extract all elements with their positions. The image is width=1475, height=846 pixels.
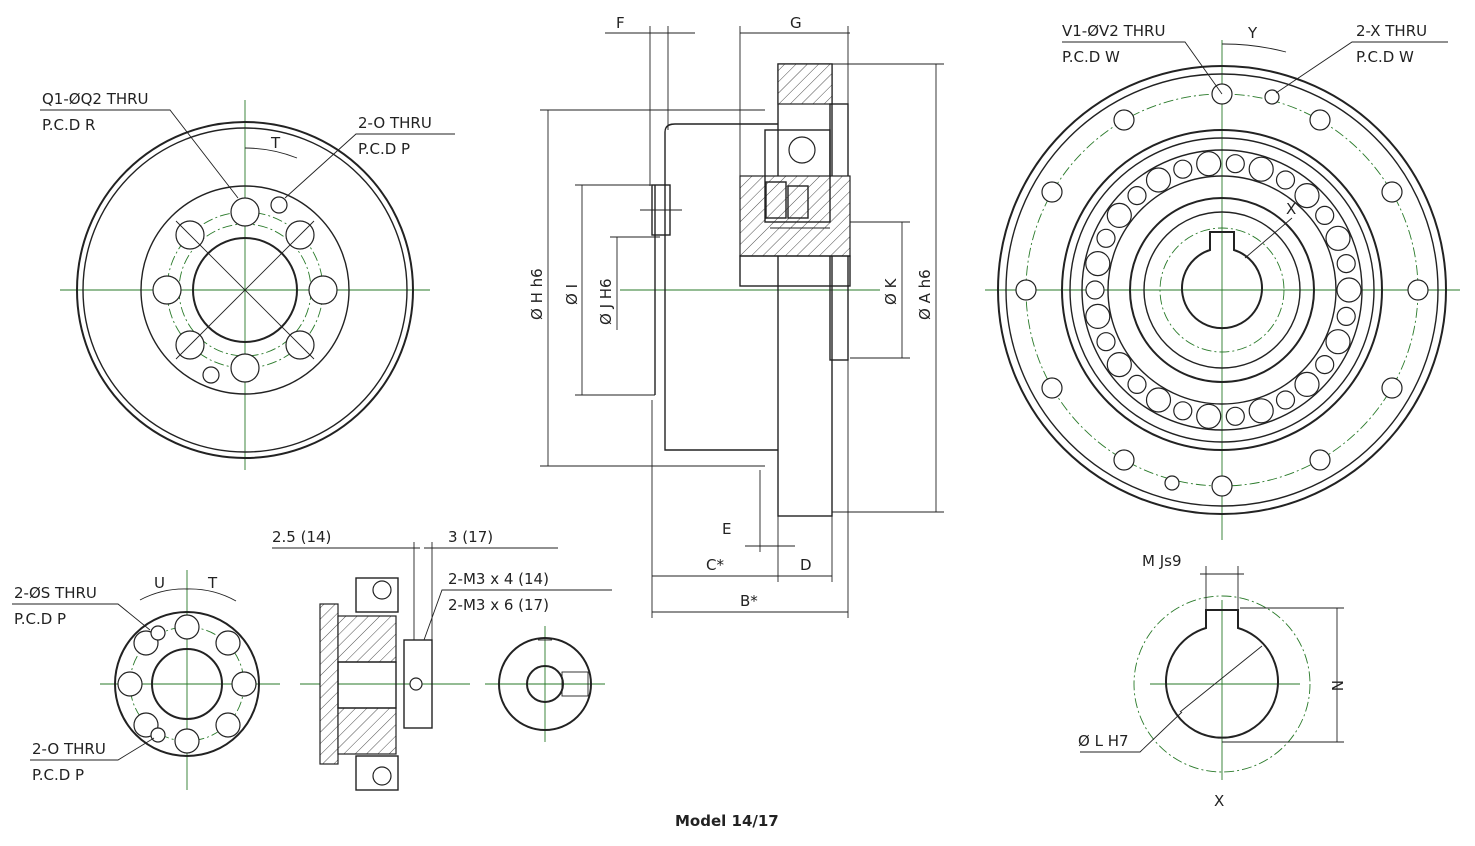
keyway-width-label: M Js9	[1142, 552, 1182, 570]
callout-q-line2: P.C.D R	[42, 116, 95, 134]
roller	[1196, 151, 1222, 177]
small-section-view: 2.5 (14) 3 (17) 2-M3 x 4 (14) 2-M3 x 6 (…	[272, 528, 612, 791]
roller	[1173, 159, 1193, 179]
roller	[1085, 303, 1111, 329]
roller	[1127, 374, 1147, 394]
callout-o-line1: 2-O THRU	[358, 114, 432, 132]
angle-t-small-label: T	[207, 574, 218, 592]
roller	[1248, 398, 1274, 424]
keyway-axis-label: X	[1214, 792, 1224, 810]
roller	[1336, 277, 1362, 303]
roller-ring	[1085, 151, 1362, 429]
roller	[1225, 154, 1245, 174]
right-front-view: V1-ØV2 THRU P.C.D W 2-X THRU P.C.D W Y X	[985, 22, 1460, 540]
roller	[1294, 371, 1320, 397]
left-front-view: T Q1-ØQ2 THRU P.C.D R 2-O THRU P.C.D P	[40, 90, 455, 470]
angle-t-label: T	[270, 134, 281, 152]
roller	[1106, 352, 1132, 378]
roller	[1336, 306, 1356, 326]
angle-u-label: U	[154, 574, 165, 592]
roller	[1294, 183, 1320, 209]
roller	[1248, 156, 1274, 182]
callout-v-line1: V1-ØV2 THRU	[1062, 22, 1165, 40]
screw-m3x4: 2-M3 x 4 (14)	[448, 570, 549, 588]
callout-o2-line1: 2-O THRU	[32, 740, 106, 758]
dim-f: F	[616, 14, 625, 32]
callout-s-line1: 2-ØS THRU	[14, 584, 97, 602]
roller	[1315, 355, 1335, 375]
roller	[1196, 403, 1222, 429]
keyway-bore-label: Ø L H7	[1078, 732, 1129, 750]
roller	[1085, 280, 1105, 300]
small-end-view	[485, 626, 605, 742]
dim-2-5: 2.5 (14)	[272, 528, 331, 546]
roller	[1145, 387, 1172, 413]
roller	[1096, 228, 1116, 248]
dim-b: B*	[740, 592, 758, 610]
keyway-depth-label: N	[1328, 680, 1346, 691]
roller	[1085, 251, 1111, 277]
callout-x-line2: P.C.D W	[1356, 48, 1414, 66]
callout-v-line2: P.C.D W	[1062, 48, 1120, 66]
dim-d: D	[800, 556, 812, 574]
roller	[1096, 332, 1116, 352]
small-bolt-holes	[117, 614, 257, 754]
keyway-view: M Js9 N Ø L H7 X	[1078, 552, 1346, 810]
callout-q-line1: Q1-ØQ2 THRU	[42, 90, 149, 108]
callout-x-line1: 2-X THRU	[1356, 22, 1427, 40]
callout-o2-line2: P.C.D P	[32, 766, 84, 784]
dim-i: Ø I	[563, 284, 581, 305]
angle-y-label: Y	[1247, 24, 1258, 42]
right-x-label: X	[1286, 200, 1296, 218]
dim-e: E	[722, 520, 731, 538]
dim-a: Ø A h6	[916, 269, 934, 320]
callout-o-line2: P.C.D P	[358, 140, 410, 158]
roller	[1315, 205, 1335, 225]
small-front-view: U T 2-ØS THRU P.C.D P 2-O THRU P.C.D P	[12, 570, 280, 790]
center-section-view: F G Ø H h6 Ø I Ø J H6 Ø K Ø A h6 E C*	[528, 14, 944, 618]
roller	[1127, 186, 1147, 206]
roller	[1336, 254, 1356, 274]
screw-m3x6: 2-M3 x 6 (17)	[448, 596, 549, 614]
dim-3: 3 (17)	[448, 528, 493, 546]
callout-s-line2: P.C.D P	[14, 610, 66, 628]
roller	[1145, 167, 1172, 193]
roller	[1275, 390, 1296, 410]
roller	[1325, 225, 1351, 251]
roller	[1275, 170, 1296, 190]
dim-j: Ø J H6	[597, 278, 615, 325]
roller	[1225, 406, 1245, 426]
roller	[1106, 202, 1132, 228]
drawing-title: Model 14/17	[675, 812, 779, 830]
mounting-holes-right	[1015, 83, 1429, 497]
dim-k: Ø K	[882, 277, 900, 305]
dim-g: G	[790, 14, 802, 32]
roller	[1325, 329, 1351, 355]
roller	[1173, 401, 1193, 421]
dim-h: Ø H h6	[528, 268, 546, 320]
dim-c: C*	[706, 556, 724, 574]
